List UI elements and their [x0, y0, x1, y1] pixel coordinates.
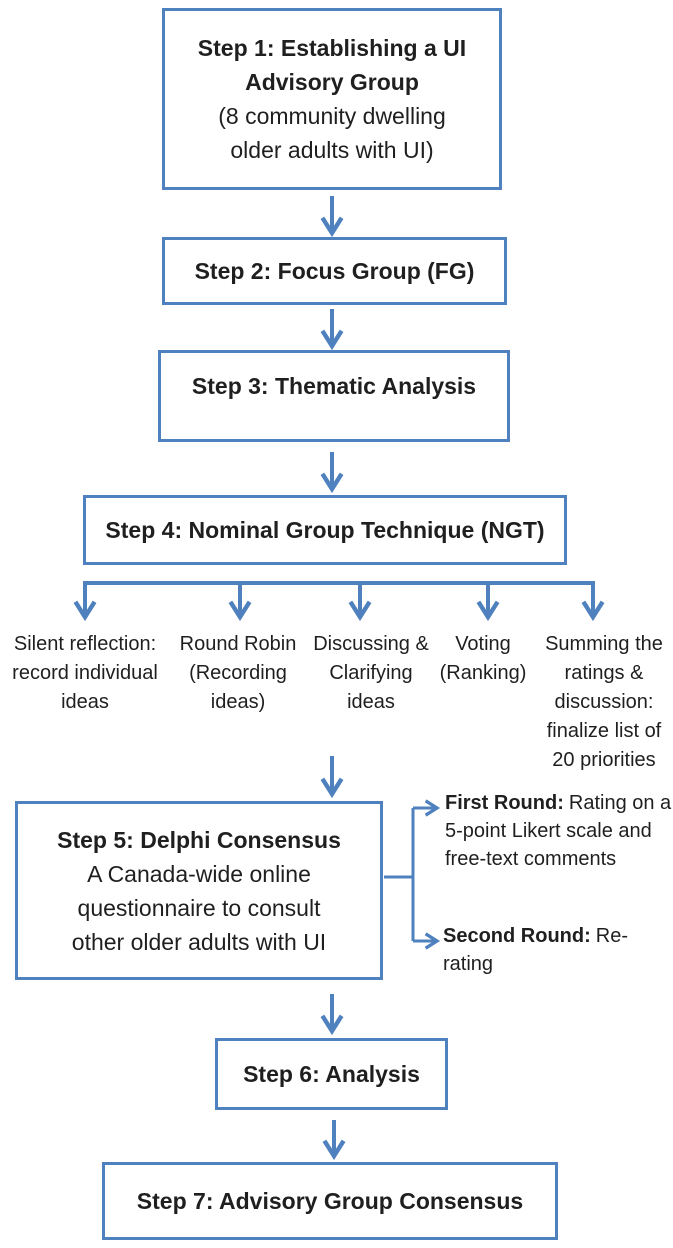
first-round-heading: First Round: — [445, 792, 564, 814]
step-4-title: Step 4: Nominal Group Technique (NGT) — [105, 517, 545, 543]
step-5-title: Step 5: Delphi Consensus — [57, 826, 341, 853]
step-3-title: Step 3: Thematic Analysis — [191, 373, 477, 399]
step-5-box: Step 5: Delphi Consensus A Canada-wide o… — [15, 801, 383, 980]
step-6-box: Step 6: Analysis — [215, 1038, 448, 1110]
delphi-first-round-label: First Round:Rating on a 5-point Likert s… — [445, 789, 673, 873]
ngt-substep-summing: Summing the ratings & discussion: finali… — [545, 633, 663, 771]
step-1-title: Step 1: Establishing a UI Advisory Group — [197, 35, 467, 95]
ngt-substep-silent-reflection: Silent reflection: record individual ide… — [12, 633, 158, 713]
delphi-second-round-label: Second Round:Re-rating — [443, 922, 655, 978]
step-1-body: (8 community dwelling older adults with … — [218, 103, 446, 163]
step-4-box: Step 4: Nominal Group Technique (NGT) — [83, 495, 567, 565]
ngt-substep-voting: Voting (Ranking) — [439, 633, 527, 684]
step-6-title: Step 6: Analysis — [243, 1061, 420, 1087]
step-7-box: Step 7: Advisory Group Consensus — [102, 1162, 558, 1240]
ngt-substep-round-robin: Round Robin (Recording ideas) — [179, 633, 297, 713]
second-round-heading: Second Round: — [443, 925, 591, 947]
step-7-title: Step 7: Advisory Group Consensus — [136, 1188, 524, 1214]
second-round-text: Re-rating — [443, 925, 628, 975]
first-round-text: Rating on a 5-point Likert scale and fre… — [445, 792, 672, 870]
step-2-title: Step 2: Focus Group (FG) — [194, 258, 475, 284]
ngt-substep-discussing: Discussing & Clarifying ideas — [313, 633, 429, 713]
step-3-box: Step 3: Thematic Analysis — [158, 350, 510, 442]
step-1-box: Step 1: Establishing a UI Advisory Group… — [162, 8, 502, 190]
step-5-body: A Canada-wide online questionnaire to co… — [71, 860, 327, 955]
step-2-box: Step 2: Focus Group (FG) — [162, 237, 507, 305]
